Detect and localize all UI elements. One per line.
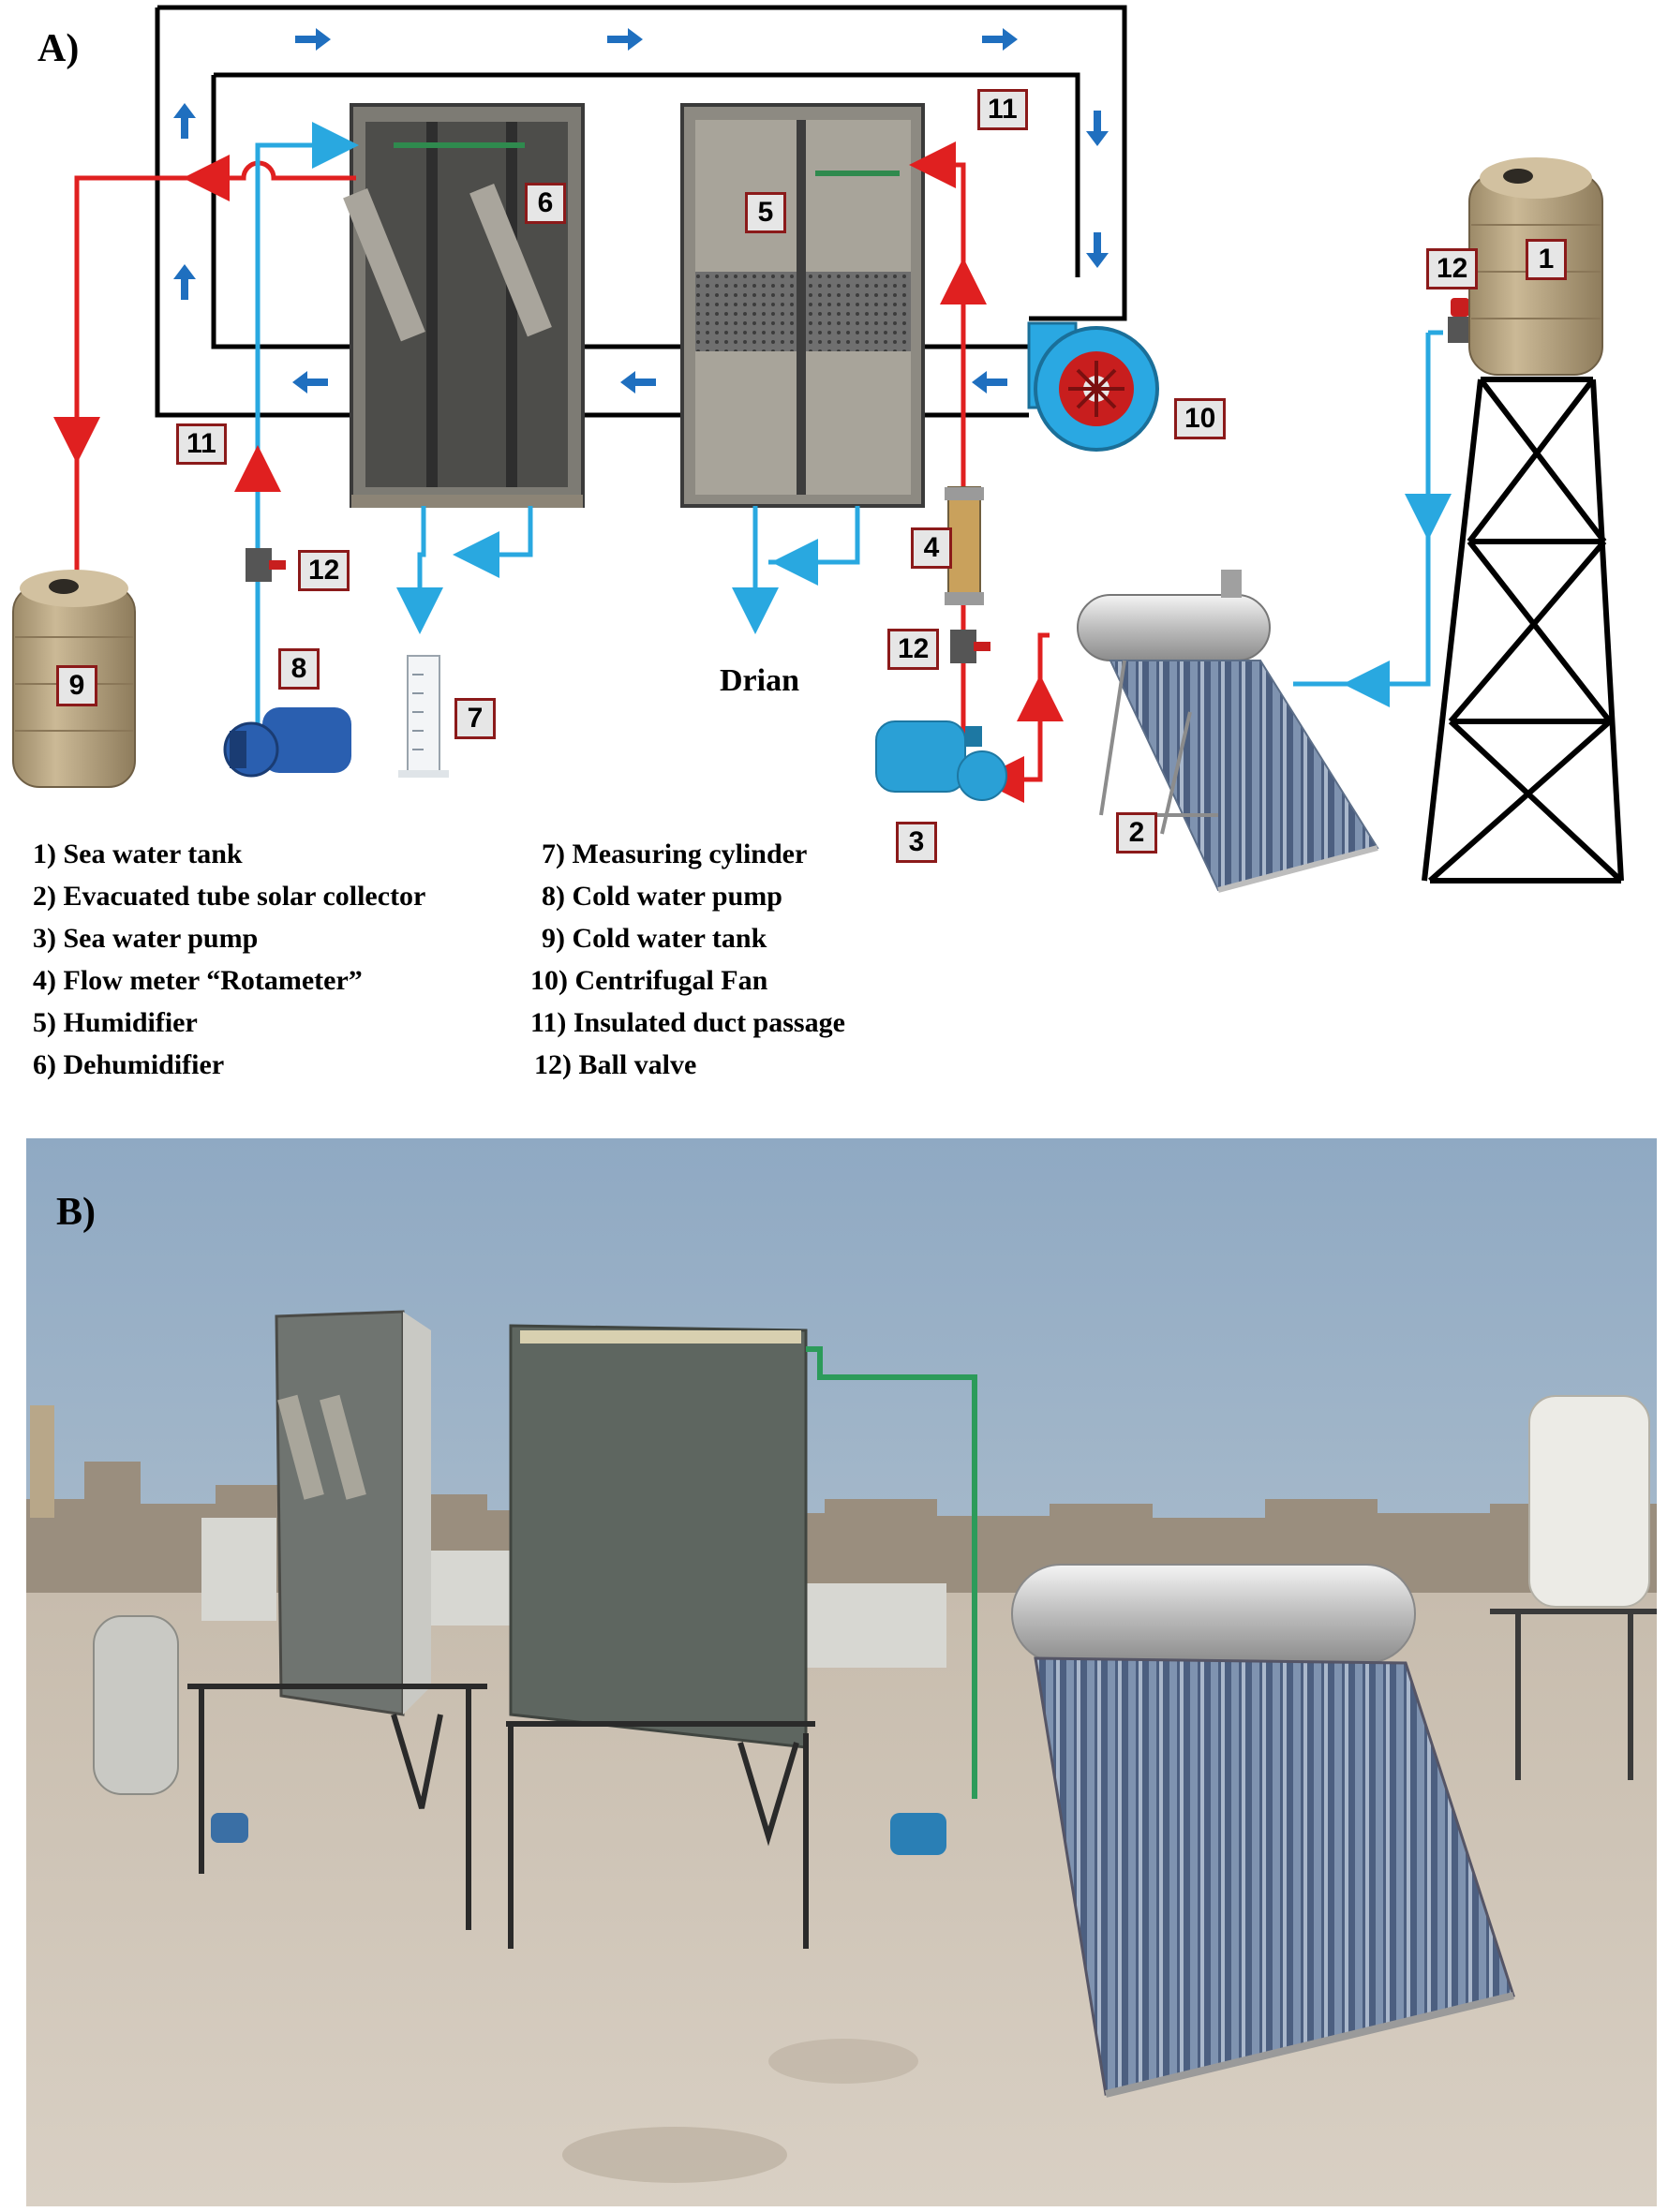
measuring-cylinder xyxy=(398,655,449,778)
tag-10: 10 xyxy=(1174,398,1227,439)
legend-item-9: 9) Cold water tank xyxy=(542,923,767,954)
duct-inner-top xyxy=(214,72,1080,277)
centrifugal-fan xyxy=(1027,321,1159,452)
photo-insulated-tank xyxy=(93,1615,179,1795)
air-arrow-icon xyxy=(173,264,196,300)
photo-duct-left xyxy=(201,1518,276,1621)
photo-dehumidifier xyxy=(275,1310,405,1716)
drain-label: Drian xyxy=(720,663,799,698)
tag-12-middle: 12 xyxy=(887,629,940,670)
tag-11-bottom: 11 xyxy=(176,423,227,465)
humidifier-unit xyxy=(680,103,925,508)
panel-a-label: A) xyxy=(37,27,80,70)
sea-water-pump xyxy=(875,720,1007,801)
tag-1: 1 xyxy=(1526,239,1567,280)
ball-valve-middle xyxy=(950,630,990,663)
air-arrow-icon xyxy=(607,28,643,51)
air-arrow-icon xyxy=(292,371,328,393)
legend-item-6: 6) Dehumidifier xyxy=(33,1049,225,1080)
tag-5: 5 xyxy=(745,192,786,233)
photo-pump-small xyxy=(211,1813,248,1843)
photo-tank-stand xyxy=(1490,1609,1657,1780)
tag-4: 4 xyxy=(911,527,952,569)
panel-b-label: B) xyxy=(56,1191,96,1234)
rotameter xyxy=(945,486,984,605)
photo-humidifier xyxy=(509,1324,808,1749)
legend-item-1: 1) Sea water tank xyxy=(33,839,243,869)
air-flow-arrows xyxy=(173,28,1109,393)
cold-water-pump xyxy=(223,707,351,778)
tag-11-top: 11 xyxy=(977,89,1028,130)
tank-tower xyxy=(1422,377,1624,883)
legend-item-7: 7) Measuring cylinder xyxy=(542,839,808,869)
tag-12-right: 12 xyxy=(1426,248,1479,289)
photo-pump xyxy=(890,1813,946,1855)
air-arrow-icon xyxy=(1086,232,1109,268)
tag-9: 9 xyxy=(56,665,97,706)
photo-rooftop-tank xyxy=(1528,1395,1650,1608)
photo-stand-middle xyxy=(506,1721,815,1949)
legend-item-5: 5) Humidifier xyxy=(33,1007,198,1038)
duct-outer-left xyxy=(155,7,351,418)
legend-item-12: 12) Ball valve xyxy=(534,1049,697,1080)
photo-collector-frame xyxy=(1105,1992,1514,2098)
legend-item-2: 2) Evacuated tube solar collector xyxy=(33,881,426,912)
photo-dehumidifier-side xyxy=(403,1312,431,1715)
air-arrow-icon xyxy=(620,371,656,393)
duct-inner-left xyxy=(211,75,351,349)
air-arrow-icon xyxy=(982,28,1018,51)
ball-valve-left xyxy=(246,548,286,582)
panel-a xyxy=(12,5,1624,893)
photo-minaret xyxy=(30,1405,54,1518)
legend-item-4: 4) Flow meter “Rotameter” xyxy=(33,965,363,996)
air-arrow-icon xyxy=(173,103,196,139)
tag-8: 8 xyxy=(278,648,320,690)
air-arrow-icon xyxy=(295,28,331,51)
solar-collector xyxy=(1077,570,1379,893)
photo-green-pipe xyxy=(806,1346,977,1799)
legend-item-10: 10) Centrifugal Fan xyxy=(530,965,768,996)
photo-duct-right xyxy=(806,1583,946,1668)
tag-12-left: 12 xyxy=(298,550,350,591)
legend-item-8: 8) Cold water pump xyxy=(542,881,782,912)
photo-solar-tank xyxy=(1011,1564,1416,1664)
panel-b-photo xyxy=(26,1138,1657,2206)
tag-2: 2 xyxy=(1116,812,1157,854)
photo-duct-middle xyxy=(431,1551,511,1626)
legend-item-11: 11) Insulated duct passage xyxy=(530,1007,845,1038)
dehumidifier-unit xyxy=(343,103,585,508)
legend-item-3: 3) Sea water pump xyxy=(33,923,259,954)
duct-outer-top xyxy=(157,5,1127,321)
tag-3: 3 xyxy=(896,822,937,863)
tag-6: 6 xyxy=(525,183,566,224)
tag-7: 7 xyxy=(454,698,496,739)
air-arrow-icon xyxy=(1086,111,1109,146)
photo-stand-left xyxy=(187,1684,487,1930)
air-arrow-icon xyxy=(972,371,1007,393)
